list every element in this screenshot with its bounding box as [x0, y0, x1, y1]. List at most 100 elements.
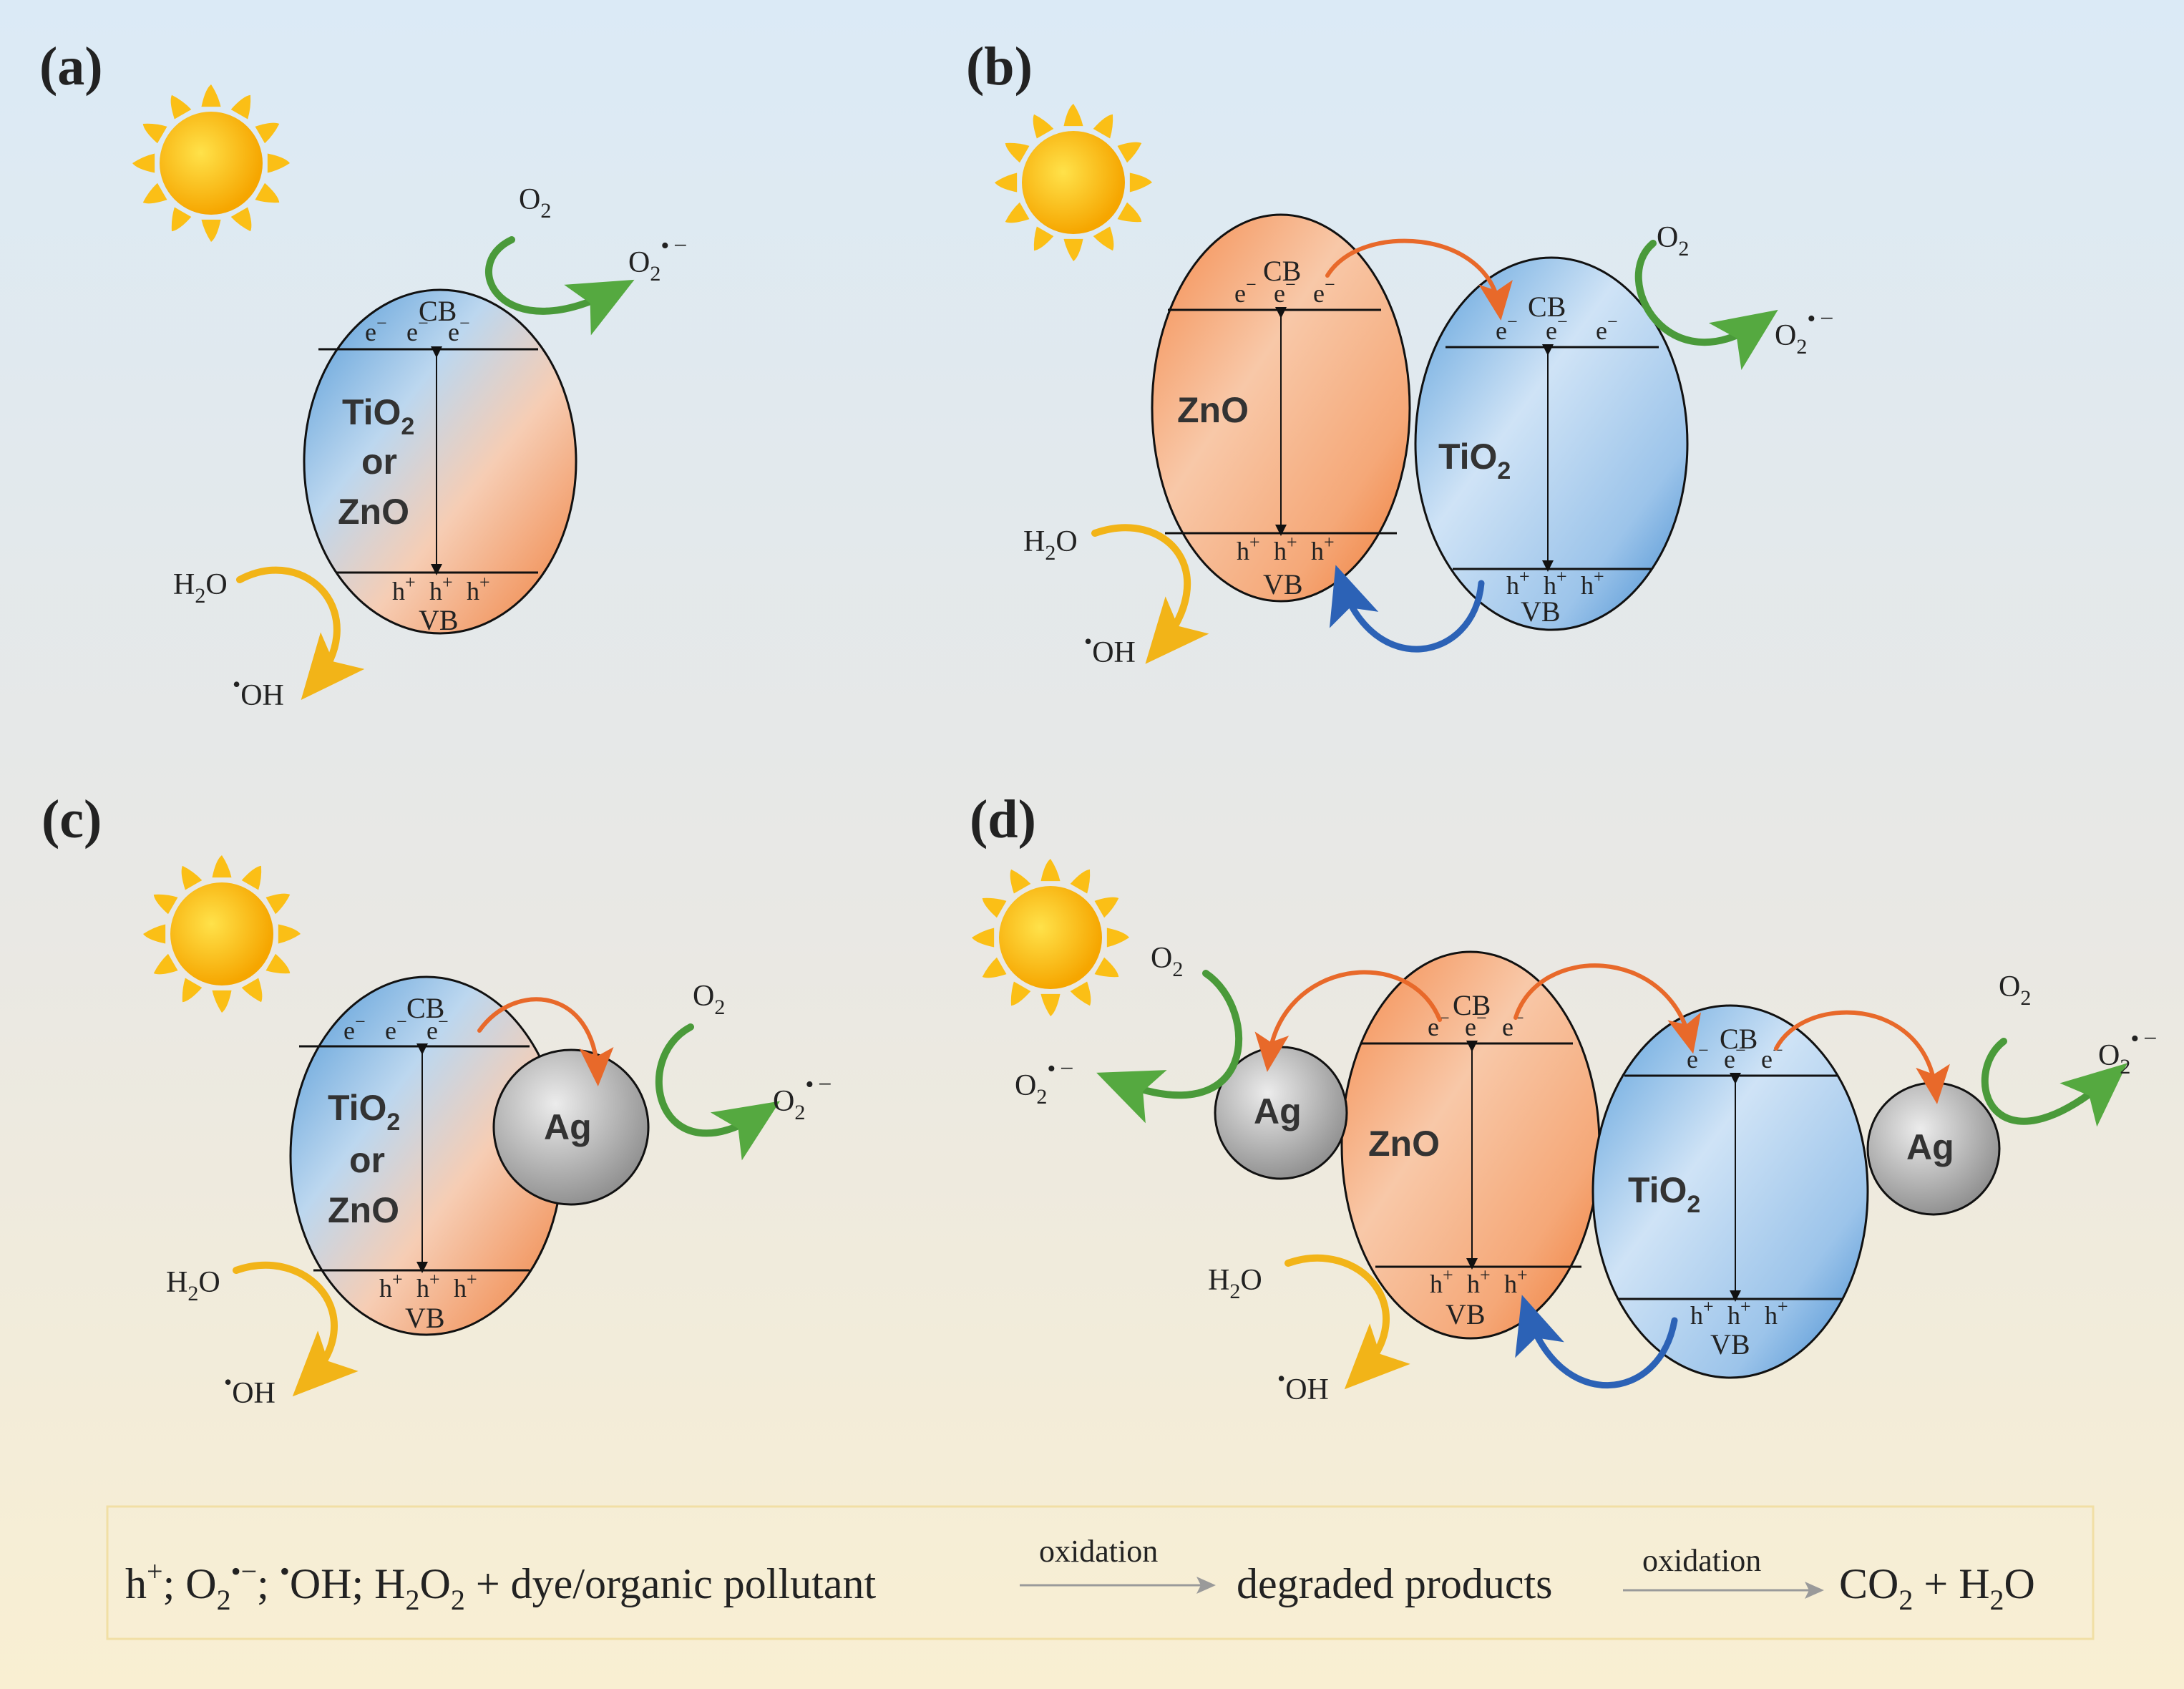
- equation-box: [106, 1505, 2095, 1640]
- material-a-line1: TiO2: [342, 392, 414, 440]
- o2-c: O2: [693, 980, 725, 1019]
- sun-ray: [982, 957, 1007, 978]
- panel-c: (c) CB e−e−e− h+h+h+ VB TiO2 or ZnO Ag O…: [42, 789, 832, 1410]
- sun-ray: [1093, 114, 1113, 139]
- sun-ray: [170, 94, 192, 120]
- electron: e−: [1596, 311, 1618, 345]
- equation-middle: degraded products: [1237, 1560, 1553, 1607]
- vb-label-zno-b: VB: [1263, 568, 1303, 600]
- electrons-c: e−e−e−: [343, 1011, 449, 1045]
- sun-ray: [201, 219, 221, 242]
- o2-label: O2: [693, 980, 725, 1019]
- electron: e−: [406, 313, 429, 346]
- sun-ray: [982, 897, 1007, 918]
- electron: e−: [1724, 1040, 1746, 1074]
- sun-ray: [1093, 226, 1114, 251]
- sun-icon: [972, 859, 1129, 1016]
- h2o-oxidation-arrow-b: [1091, 524, 1209, 664]
- sun-ray: [265, 893, 291, 915]
- sun-ray: [1010, 869, 1031, 894]
- cb-label-tio2-b: CB: [1528, 291, 1566, 323]
- sun-ray: [1010, 981, 1031, 1006]
- sun-ray: [201, 84, 221, 107]
- h2o-label: H2O: [1208, 1264, 1262, 1303]
- superoxide-a: O2•−: [628, 233, 687, 286]
- oh-radical-label: •OH: [233, 671, 284, 712]
- o2-reduction-arrow-d-right: [1981, 1038, 2127, 1127]
- sun-ray: [1063, 104, 1083, 127]
- electrons-a: e−e−e−: [365, 313, 470, 346]
- sun-ray: [1094, 957, 1119, 978]
- sun-ray: [1070, 981, 1091, 1006]
- sun-ray: [1033, 226, 1054, 251]
- superoxide-label: O2•−: [1015, 1056, 1073, 1109]
- o2-reduction-arrow-c: [655, 1023, 781, 1161]
- h2o-b: H2O: [1023, 525, 1078, 565]
- cb-label-tio2-d: CB: [1720, 1023, 1758, 1055]
- electron: e−: [1465, 1008, 1487, 1041]
- cb-label-c: CB: [406, 992, 444, 1024]
- vb-label-tio2-d: VB: [1710, 1328, 1750, 1361]
- sun-ray: [1117, 202, 1142, 223]
- electron: e−: [1234, 274, 1257, 308]
- o2-label: O2: [519, 183, 551, 223]
- sun-ray: [1094, 897, 1119, 918]
- sun-disc: [1022, 131, 1125, 234]
- sun-ray: [1005, 202, 1030, 223]
- oh-radical-d: •OH: [1277, 1366, 1329, 1406]
- hole: h+: [1581, 566, 1604, 600]
- electron: e−: [426, 1011, 449, 1045]
- sun-icon: [995, 104, 1152, 261]
- h2o-oxidation-arrow-a: [236, 566, 365, 700]
- sun-ray: [995, 172, 1018, 193]
- electron: e−: [1428, 1008, 1450, 1041]
- cb-label-zno-b: CB: [1263, 255, 1301, 287]
- sun-ray: [1033, 114, 1054, 139]
- ag-label-d-right: Ag: [1906, 1127, 1954, 1167]
- panel-c-label: (c): [42, 789, 102, 850]
- holes-tio2-b: h+h+h+: [1506, 566, 1604, 600]
- panel-b-label: (b): [966, 36, 1033, 97]
- panel-a: (a) CB e−e−e− h+h+h+ VB TiO2 or ZnO O2 O…: [39, 36, 687, 712]
- superoxide-d-left: O2•−: [1015, 1056, 1073, 1109]
- superoxide-label: O2•−: [773, 1071, 832, 1124]
- o2-label: O2: [1151, 942, 1183, 981]
- h2o-d: H2O: [1208, 1264, 1262, 1303]
- sun-ray: [1070, 869, 1091, 894]
- h2o-label: H2O: [1023, 525, 1078, 565]
- sun-ray: [171, 207, 192, 232]
- material-c-line3: ZnO: [328, 1190, 399, 1230]
- particle-a-outline: [303, 288, 577, 635]
- electron: e−: [343, 1011, 366, 1045]
- electron-transfer-arrow-d-zno-to-tio2: [1513, 963, 1701, 1054]
- equation-lhs: h+; O2•−; •OH; H2O2 + dye/organic pollut…: [125, 1555, 876, 1616]
- sun-ray: [255, 182, 280, 203]
- sun-disc: [160, 112, 263, 215]
- superoxide-d-right: O2•−: [2098, 1026, 2157, 1079]
- sun-ray: [241, 865, 262, 890]
- hole: h+: [1311, 532, 1335, 565]
- sun-ray: [1040, 993, 1061, 1016]
- oxidation-label-1: oxidation: [1039, 1534, 1158, 1569]
- sun-ray: [153, 894, 178, 915]
- oxidation-label-2: oxidation: [1642, 1543, 1761, 1578]
- sun-ray: [1063, 238, 1083, 261]
- ag-label-c: Ag: [544, 1107, 592, 1147]
- electron-transfer-arrow-d-to-ag-right: [1774, 1010, 1950, 1104]
- material-a-line2: or: [361, 442, 397, 482]
- hole: h+: [1430, 1265, 1453, 1298]
- superoxide-label: O2•−: [1775, 306, 1833, 359]
- oh-radical-label: •OH: [1084, 628, 1136, 669]
- ag-nanoparticle-c: [492, 1048, 650, 1206]
- holes-a: h+h+h+: [392, 572, 490, 605]
- hole: h+: [1727, 1296, 1751, 1330]
- hole: h+: [1237, 532, 1260, 565]
- electron: e−: [448, 313, 470, 346]
- electron-transfer-arrow-d-to-ag-left: [1254, 970, 1442, 1072]
- material-c-line2: or: [349, 1140, 385, 1180]
- electron-transfer-arrow-c: [477, 997, 614, 1086]
- h2o-label: H2O: [173, 568, 228, 608]
- superoxide-label: O2•−: [2098, 1026, 2157, 1079]
